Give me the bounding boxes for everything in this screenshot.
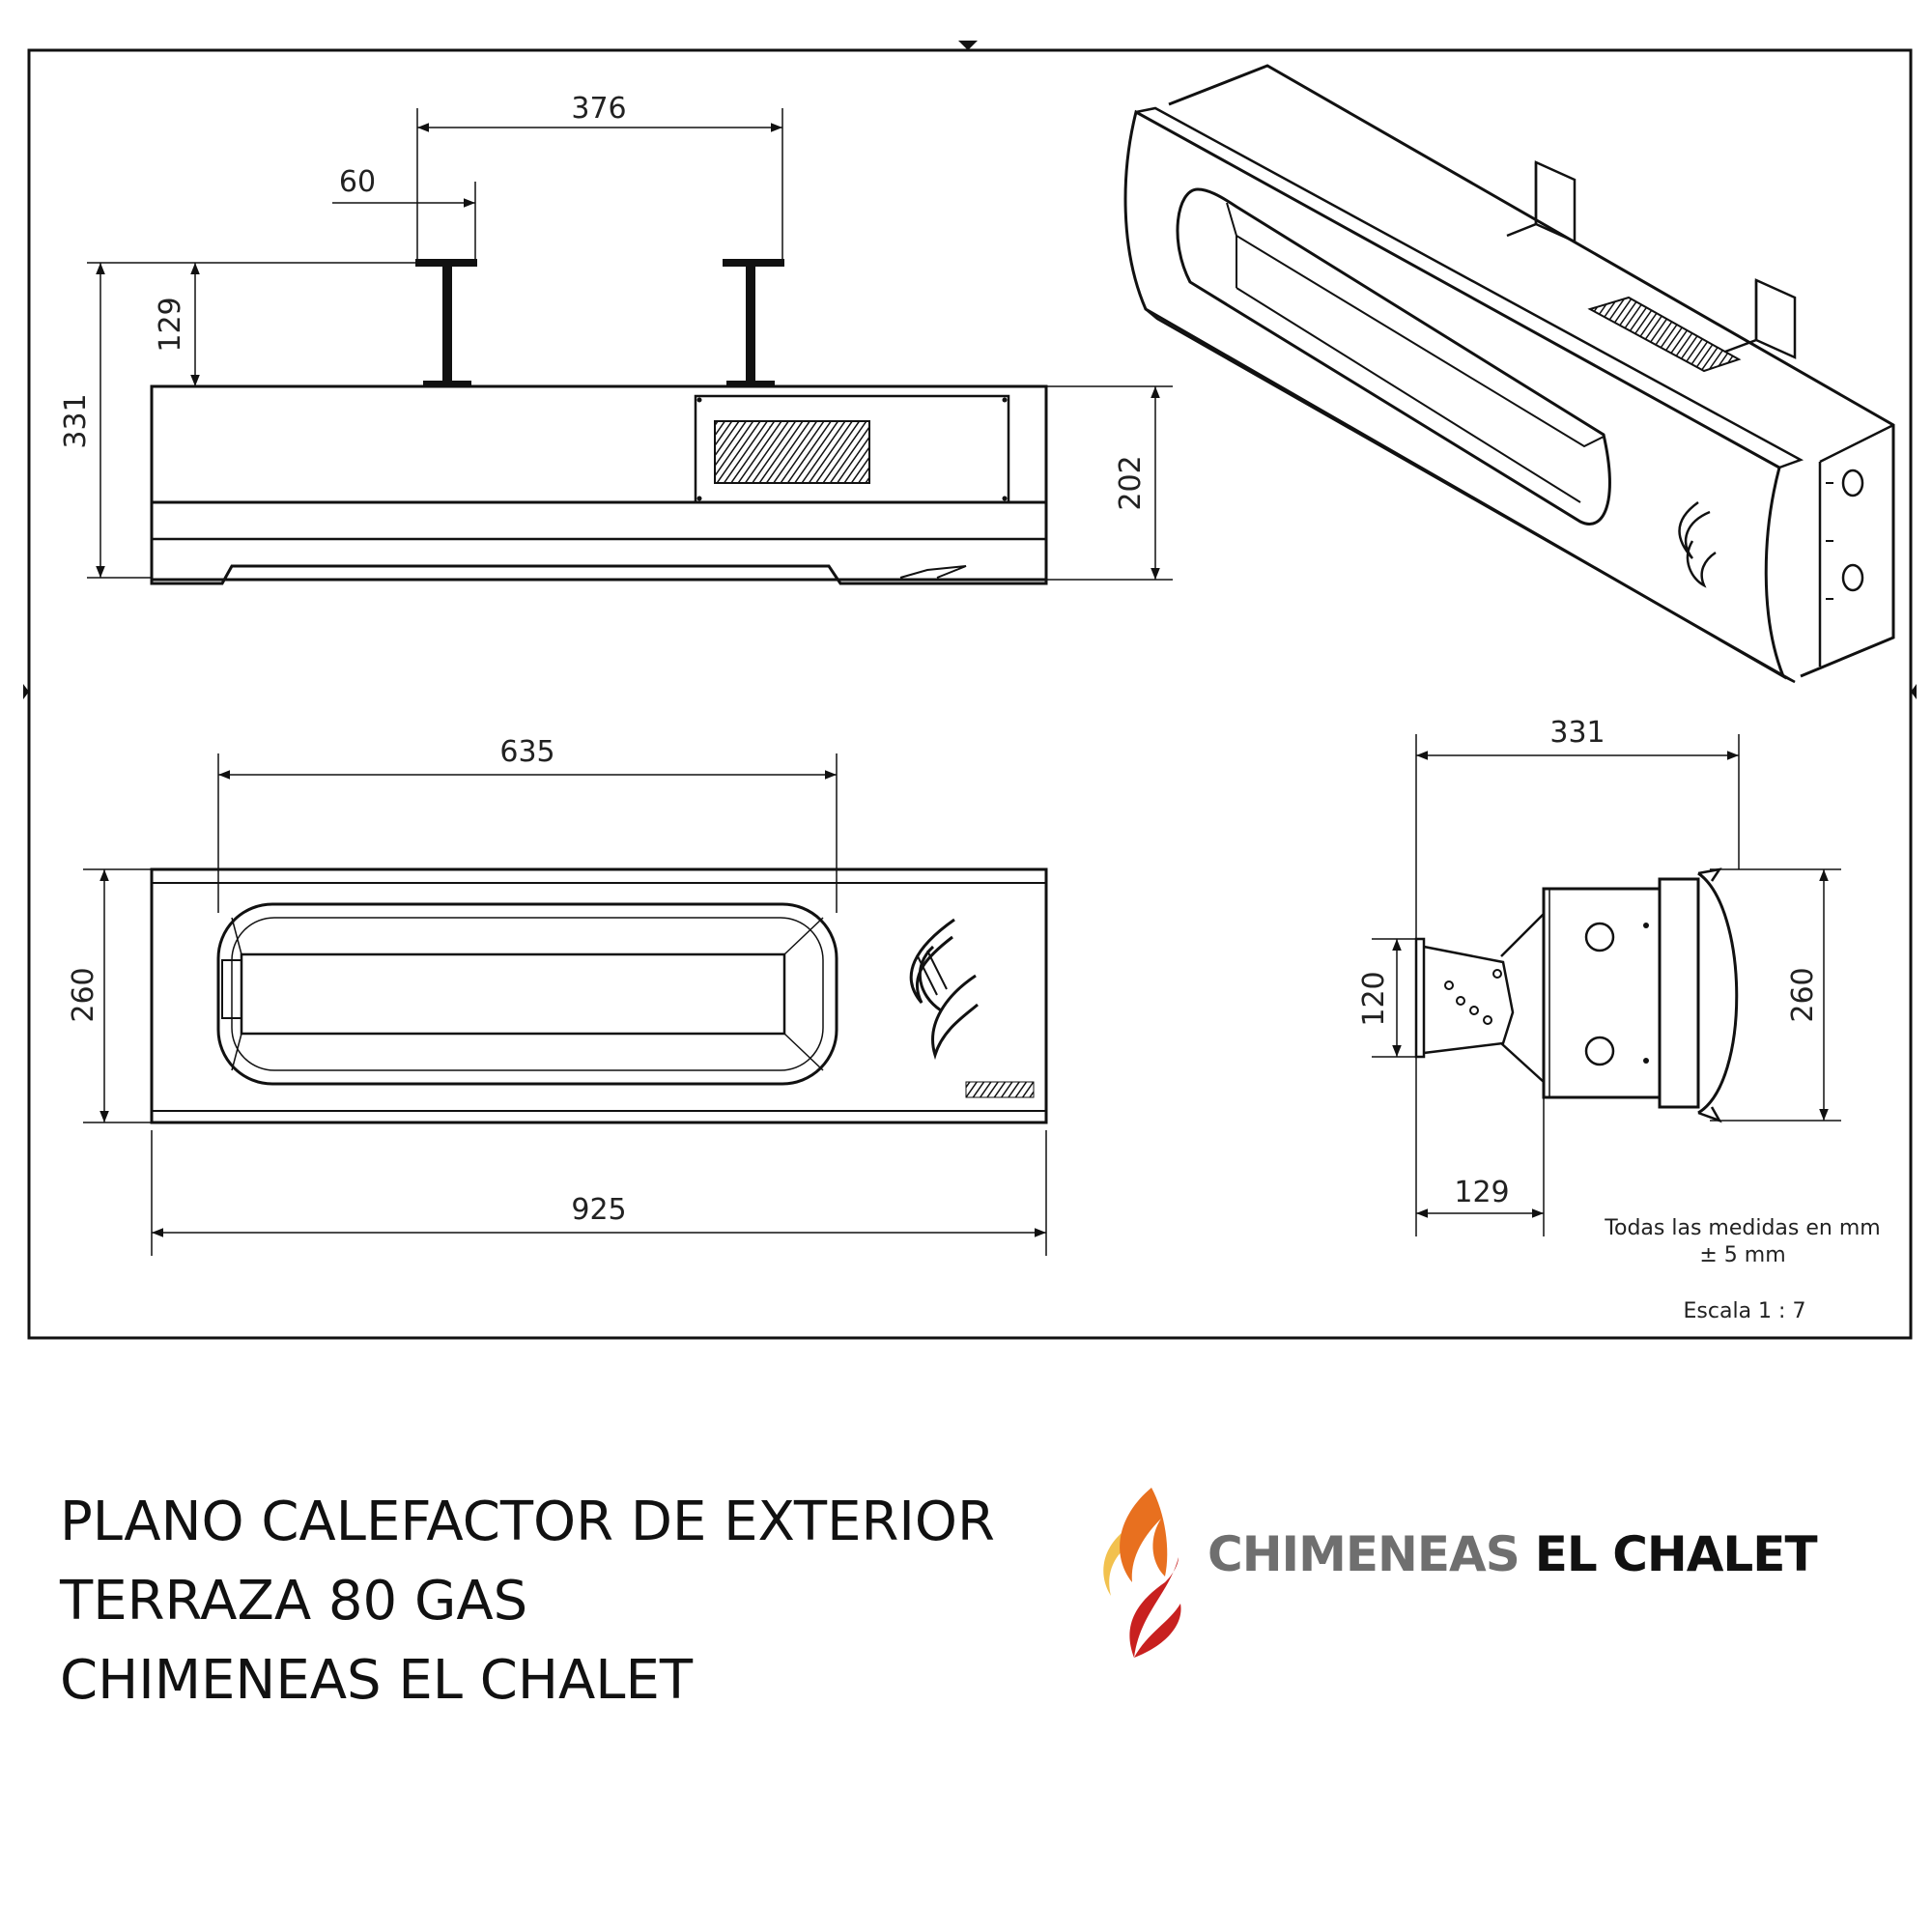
title-block: PLANO CALEFACTOR DE EXTERIOR TERRAZA 80 … bbox=[60, 1483, 1026, 1720]
technical-drawing: 376 60 129 331 202 bbox=[23, 41, 1917, 1340]
flame-logo-icon bbox=[1103, 1488, 1181, 1658]
title-line-1: PLANO CALEFACTOR DE EXTERIOR bbox=[60, 1491, 995, 1553]
brand-name-part1: CHIMENEAS bbox=[1208, 1526, 1520, 1582]
dim-front-height: 202 bbox=[1114, 455, 1148, 510]
scale-note: Escala 1 : 7 bbox=[1684, 1299, 1806, 1323]
dim-bracket-width: 60 bbox=[339, 165, 376, 199]
flame-emblem-icon bbox=[909, 918, 979, 1061]
dim-side-bracket-depth: 129 bbox=[1454, 1176, 1509, 1209]
dim-front-view-height: 260 bbox=[67, 967, 100, 1022]
dim-top-spacing: 376 bbox=[571, 92, 626, 126]
side-view: 331 260 120 129 bbox=[1357, 716, 1841, 1236]
dim-total-height: 331 bbox=[59, 393, 93, 448]
isometric-view bbox=[1123, 64, 1895, 684]
dim-side-depth: 331 bbox=[1549, 716, 1605, 750]
title-line-2: TERRAZA 80 GAS bbox=[60, 1570, 528, 1633]
dim-bracket-plate-height: 120 bbox=[1357, 971, 1391, 1026]
dim-side-height: 260 bbox=[1786, 967, 1820, 1022]
title-line-3: CHIMENEAS EL CHALET bbox=[60, 1649, 694, 1712]
tolerance-note: ± 5 mm bbox=[1699, 1243, 1785, 1267]
brand-name-part2: EL CHALET bbox=[1534, 1526, 1818, 1582]
front-elevation-view: 376 60 129 331 202 bbox=[59, 92, 1173, 585]
dim-bracket-height: 129 bbox=[154, 297, 187, 352]
dim-window-width: 635 bbox=[499, 735, 554, 769]
top-view: 635 260 925 bbox=[67, 735, 1048, 1256]
units-note: Todas las medidas en mm bbox=[1604, 1216, 1880, 1240]
drawing-frame bbox=[27, 48, 1913, 1340]
dim-total-width: 925 bbox=[571, 1193, 626, 1227]
